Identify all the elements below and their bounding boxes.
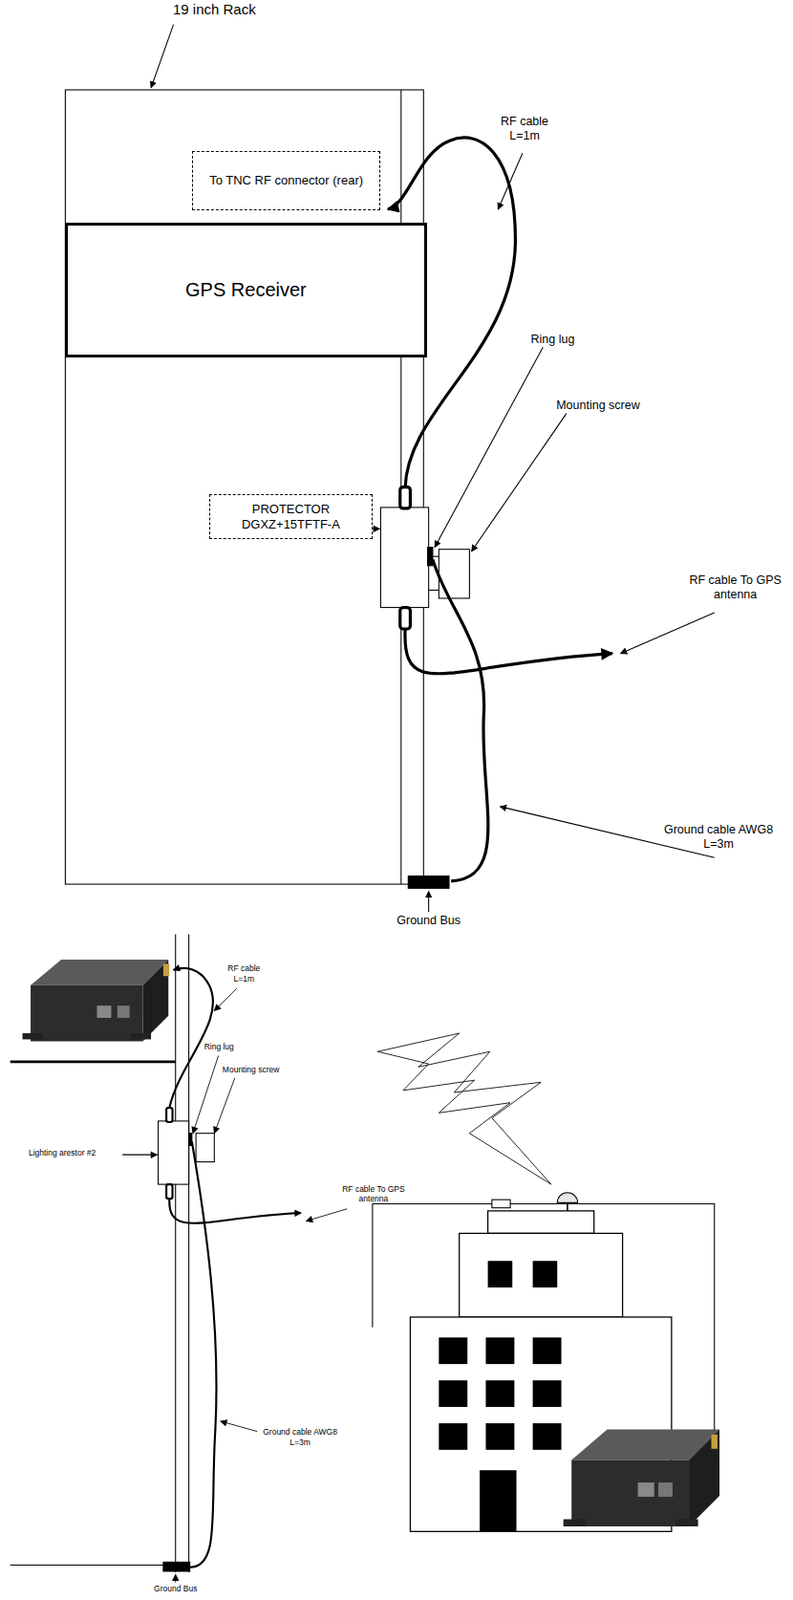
connector xyxy=(400,487,411,509)
rf-cable xyxy=(169,967,214,1108)
rack-label: 19 inch Rack xyxy=(143,0,287,19)
leader-line xyxy=(122,1154,157,1156)
ground-bus xyxy=(163,1561,191,1571)
leader-line xyxy=(192,1055,219,1134)
rf-cable xyxy=(169,1198,301,1223)
receiver-box: GPS Receiver xyxy=(64,222,427,358)
part-label: Ring lug xyxy=(204,1041,256,1051)
rack-rail xyxy=(188,933,190,1572)
connector xyxy=(166,1183,172,1199)
protector-body xyxy=(380,507,429,608)
cable-label: Ground cable AWG8 L=3m xyxy=(255,1426,345,1446)
lightning-arrestor xyxy=(158,1120,190,1184)
part-label: Ground Bus xyxy=(383,913,475,928)
leader-line xyxy=(214,1077,235,1134)
part-label: Mounting screw xyxy=(556,398,679,413)
node-text: GPS Receiver xyxy=(75,278,416,301)
node-text: PROTECTOR DGXZ+15TFTF-A xyxy=(218,501,365,532)
cable-label: RF cable L=1m xyxy=(219,963,269,983)
screw-shaft xyxy=(428,589,440,591)
rack-base xyxy=(10,1564,176,1565)
node-text: To TNC RF connector (rear) xyxy=(200,172,371,189)
part-label: Ring lug xyxy=(530,332,612,347)
rack-outline xyxy=(64,89,424,884)
leader-line xyxy=(497,152,523,210)
lightning-bolt xyxy=(377,1032,552,1184)
dashed-note-box: To TNC RF connector (rear) xyxy=(192,150,382,211)
part-label: Ground Bus xyxy=(143,1583,209,1593)
cable-label: RF cable To GPS antenna xyxy=(682,573,790,602)
leader-line xyxy=(620,612,714,654)
leader-line xyxy=(214,987,237,1011)
rack-rail xyxy=(174,933,176,1572)
wire xyxy=(510,1202,715,1449)
leader-line xyxy=(220,1420,258,1432)
rooftop-connector xyxy=(492,1199,511,1208)
time-server-device xyxy=(563,1428,720,1525)
dashed-note-box: PROTECTOR DGXZ+15TFTF-A xyxy=(209,493,373,539)
mounting-screw xyxy=(195,1133,215,1162)
leader-line xyxy=(428,891,429,912)
ground-cable xyxy=(432,558,489,880)
connector xyxy=(400,607,411,629)
wire xyxy=(372,1202,493,1327)
gps-antenna xyxy=(557,1192,578,1203)
connector xyxy=(166,1107,172,1122)
leader-line xyxy=(174,1573,176,1583)
cable-label: Ground cable AWG8 L=3m xyxy=(653,822,785,852)
mounting-screw xyxy=(438,549,470,599)
leader-line xyxy=(471,413,567,552)
shelf-line xyxy=(10,1060,176,1064)
ground-cable xyxy=(190,1140,217,1566)
rf-cable xyxy=(405,628,613,674)
leader-line xyxy=(434,346,543,547)
ground-bus xyxy=(407,876,450,889)
part-label: Lighting arestor #2 xyxy=(28,1147,123,1158)
time-server-device xyxy=(22,959,171,1041)
part-label: Mounting screw xyxy=(222,1064,297,1074)
cable-label: RF cable L=1m xyxy=(488,114,562,144)
screw-shaft xyxy=(428,556,440,558)
leader-line xyxy=(305,1208,347,1222)
leader-line xyxy=(372,528,380,530)
cable-label: RF cable To GPS antenna xyxy=(339,1183,409,1203)
leader-line xyxy=(150,24,174,88)
